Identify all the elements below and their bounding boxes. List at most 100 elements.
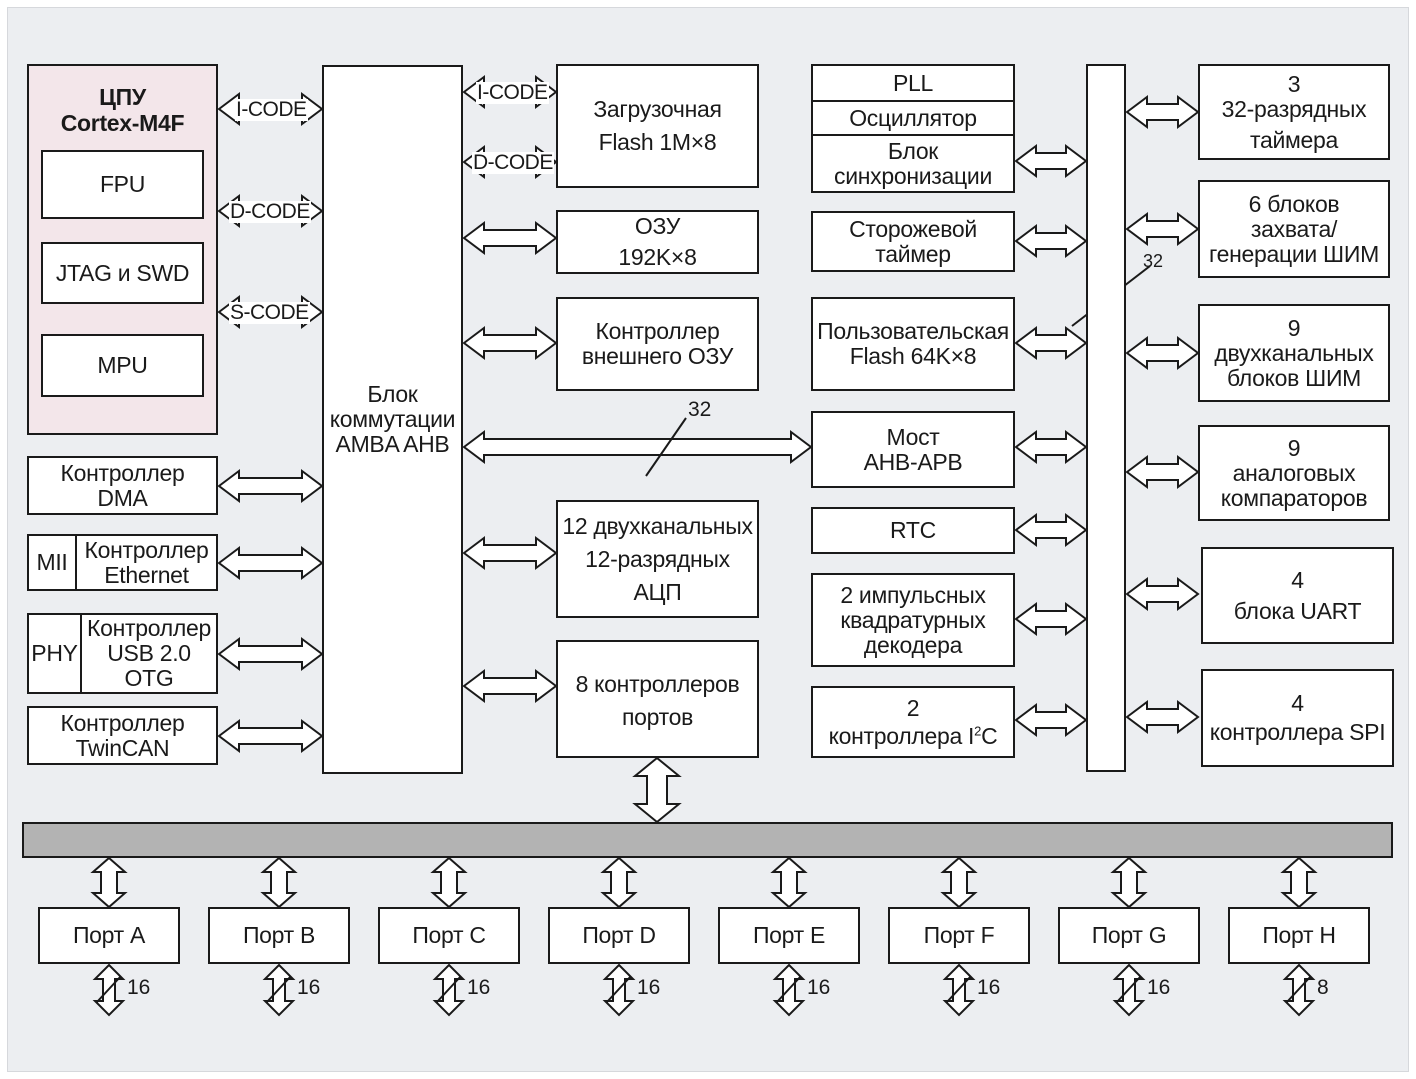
capture-arrow (1125, 212, 1200, 246)
adc-arrow (462, 536, 558, 570)
pins-slash-0 (96, 975, 122, 1003)
cpu-title: ЦПУ (99, 84, 146, 110)
can-arrow (217, 719, 324, 753)
adc-line3: АЦП (633, 578, 682, 605)
qei-arrow (1014, 602, 1088, 636)
dma-controller: Контроллер DMA (27, 456, 218, 515)
mpu-block: MPU (41, 334, 204, 397)
port-g: Порт G (1058, 907, 1200, 964)
jtag-label: JTAG и SWD (55, 259, 190, 286)
phy-label: PHY (31, 640, 78, 666)
scode-cpu-label: S-CODE (229, 301, 310, 324)
dma-line1: Контроллер (60, 459, 185, 486)
external-ram-controller: Контроллер внешнего ОЗУ (556, 297, 759, 391)
ports-ctrl-arrow (462, 669, 558, 703)
sync-line1: Блок (887, 137, 939, 164)
flash-line2: Flash 1M×8 (598, 129, 717, 155)
pins-slash-2 (436, 975, 462, 1003)
eth-line2: Ethernet (104, 561, 189, 588)
comparator-arrow (1125, 455, 1200, 489)
fpu-label: FPU (99, 171, 146, 197)
uart-line2: блока UART (1233, 597, 1362, 624)
cmp-line2: аналоговых (1232, 459, 1356, 486)
extram-line2: внешнего ОЗУ (581, 343, 734, 369)
usb-controller: Контроллер USB 2.0 OTG (80, 613, 218, 694)
dcode-flash-label: D-CODE (472, 151, 554, 174)
port-label: Порт А (72, 922, 146, 948)
dma-arrow (217, 469, 324, 503)
spi-line1: 4 (1291, 690, 1304, 716)
pwm-line3: блоков ШИМ (1226, 364, 1362, 391)
port-label: Порт C (412, 922, 486, 948)
sram-block: ОЗУ 192K×8 (556, 210, 759, 274)
qei-line3: декодера (863, 631, 963, 658)
ahb-bridge-arrow (462, 430, 813, 464)
bus-port-arrow-4 (770, 856, 808, 909)
pins-slash-1 (266, 975, 292, 1003)
i2c-line2: контроллера I2C (828, 722, 998, 749)
i2c-line1: 2 (906, 694, 920, 721)
ahb-line1: Блок (367, 381, 418, 407)
user-flash: Пользовательская Flash 64K×8 (811, 297, 1015, 391)
uflash-arrow (1014, 326, 1088, 360)
timers-arrow (1125, 95, 1200, 129)
phy-block: PHY (27, 613, 82, 694)
port-b: Порт B (208, 907, 350, 964)
port-f: Порт F (888, 907, 1030, 964)
port-width-label: 16 (127, 976, 151, 999)
pins-slash-7 (1286, 975, 1312, 1003)
eth-line1: Контроллер (84, 536, 209, 563)
uflash-line2: Flash 64K×8 (849, 343, 977, 369)
bus-port-arrow-1 (260, 856, 298, 909)
port-width-label: 8 (1317, 976, 1329, 999)
pwm-blocks: 9 двухканальных блоков ШИМ (1198, 304, 1390, 402)
ram-line1: ОЗУ (634, 213, 681, 239)
port-label: Порт B (242, 922, 316, 948)
mii-label: MII (36, 549, 68, 575)
quadrature-decoder: 2 импульсных квадратурных декодера (811, 573, 1015, 667)
port-width-label: 16 (467, 976, 491, 999)
flash-line1: Загрузочная (593, 96, 722, 122)
icode-flash-label: I-CODE (476, 81, 549, 104)
pins-slash-6 (1116, 975, 1142, 1003)
can-line2: TwinCAN (75, 734, 170, 761)
port-width-label: 16 (637, 976, 661, 999)
port-width-label: 16 (297, 976, 321, 999)
tmr-line2: 32-разрядных (1221, 95, 1367, 122)
extram-arrow (462, 326, 558, 360)
wdt-line1: Сторожевой (849, 215, 977, 242)
pwm-line1: 9 (1287, 314, 1301, 341)
uart-blocks: 4 блока UART (1201, 547, 1394, 644)
qei-line2: квадратурных (840, 606, 986, 633)
i2c-text-end: C (981, 722, 998, 749)
bus-port-arrow-0 (90, 856, 128, 909)
i2c-controllers: 2 контроллера I2C (811, 686, 1015, 758)
i2c-text: контроллера I (828, 722, 975, 749)
uart-arrow (1125, 577, 1200, 611)
bridge-apb-arrow (1014, 430, 1088, 464)
mii-block: MII (27, 534, 77, 591)
dma-line2: DMA (97, 484, 148, 511)
ahb-line2: коммутации (329, 406, 456, 432)
port-controllers: 8 контроллеров портов (556, 640, 759, 758)
oscillator-block: Осциллятор (811, 100, 1015, 136)
spi-line2: контроллера SPI (1209, 719, 1386, 745)
boot-flash: Загрузочная Flash 1M×8 (556, 64, 759, 188)
adc-line2: 12-разрядных (585, 545, 730, 572)
port-label: Порт F (923, 922, 995, 948)
bridge-line2: AHB-APB (863, 448, 963, 475)
ahb-apb-bridge: Мост AHB-APB (811, 411, 1015, 488)
rtc-block: RTC (811, 507, 1015, 554)
port-e: Порт E (718, 907, 860, 964)
spi-arrow (1125, 700, 1200, 734)
spi-controllers: 4 контроллера SPI (1201, 669, 1394, 767)
sram-arrow (462, 221, 558, 255)
bridge-line1: Мост (886, 423, 940, 450)
cap-line2: захвата/ (1250, 215, 1338, 242)
bus-width-slash (645, 417, 687, 477)
port-label: Порт H (1262, 922, 1336, 948)
ahb-line3: AMBA AHB (335, 431, 450, 457)
extram-line1: Контроллер (595, 318, 720, 344)
pins-slash-3 (606, 975, 632, 1003)
rtc-label: RTC (890, 517, 936, 543)
